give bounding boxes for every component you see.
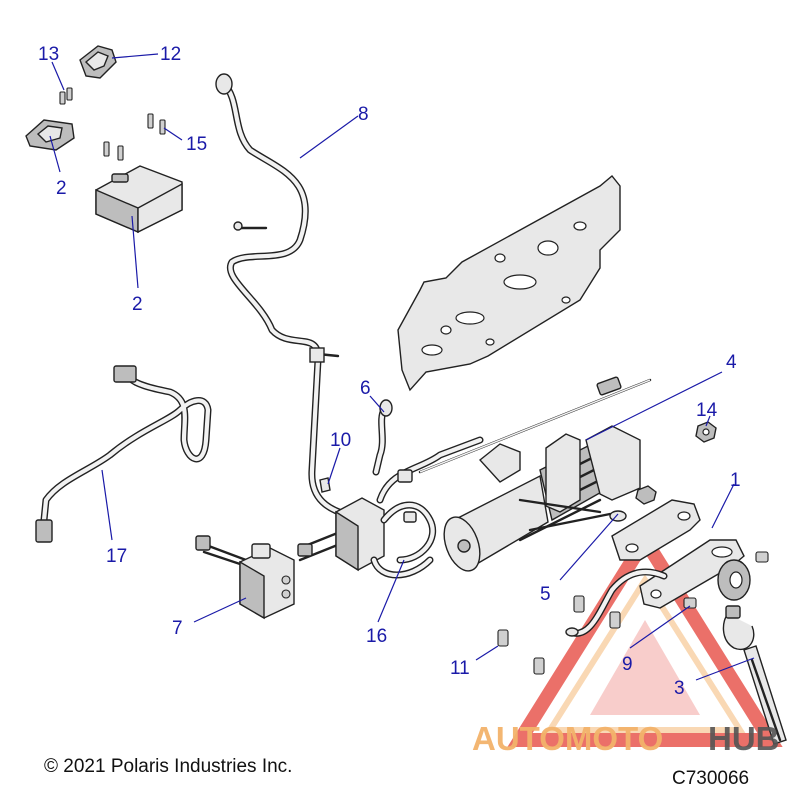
- part-11-bolts: [497, 595, 621, 675]
- part-2-control-module: [95, 165, 183, 234]
- bracket-bolt: [755, 551, 769, 563]
- part-3-hook-strap: [722, 605, 787, 745]
- part-16-contactor: [297, 436, 484, 579]
- diagram-code: C730066: [672, 768, 750, 789]
- part-15-screws: [103, 113, 166, 161]
- callout-5: 5: [540, 584, 551, 605]
- callout-16: 16: [366, 626, 387, 647]
- part-7-solenoid: [195, 535, 295, 620]
- watermark-text: AUTOMOTO HUB: [472, 720, 780, 757]
- callout-9: 9: [622, 654, 633, 675]
- callout-3: 3: [674, 678, 685, 699]
- part-4-winch: [443, 425, 641, 572]
- callout-10: 10: [330, 430, 351, 451]
- callout-1: 1: [730, 470, 741, 491]
- callout-labels: 12 13 2 15 2 8 6 10 4 14 1 5 7 16 11 9 3…: [38, 44, 741, 699]
- callout-17: 17: [106, 546, 127, 567]
- callout-8: 8: [358, 104, 369, 125]
- small-nut: [635, 485, 657, 505]
- watermark-logo: [507, 526, 783, 747]
- part-17-harness: [35, 365, 212, 543]
- mounting-plate: [397, 175, 621, 392]
- watermark-text-automoto: AUTOMOTO: [472, 720, 663, 757]
- callout-4: 4: [726, 352, 737, 373]
- callout-2-lower: 2: [132, 294, 143, 315]
- long-cable-rod: [418, 376, 652, 474]
- leader-lines: [49, 53, 755, 681]
- callout-11: 11: [450, 658, 470, 679]
- watermark-text-hub: HUB: [708, 720, 780, 757]
- part-6-cable: [372, 399, 393, 476]
- callout-12: 12: [160, 44, 181, 65]
- callout-13: 13: [38, 44, 59, 65]
- part-9-cable: [565, 568, 697, 637]
- callout-14: 14: [696, 400, 718, 421]
- callout-15: 15: [186, 134, 207, 155]
- callout-7: 7: [172, 618, 183, 639]
- callout-2-upper: 2: [56, 178, 67, 199]
- part-10-clip: [319, 477, 331, 493]
- part-13-screws: [59, 87, 73, 105]
- fairlead-roller: [717, 559, 751, 601]
- copyright-text: © 2021 Polaris Industries Inc.: [44, 756, 293, 777]
- part-2-cover-small: [25, 119, 75, 151]
- callout-6: 6: [360, 378, 371, 399]
- part-8-cable: [215, 73, 352, 519]
- part-12-cover: [79, 45, 117, 79]
